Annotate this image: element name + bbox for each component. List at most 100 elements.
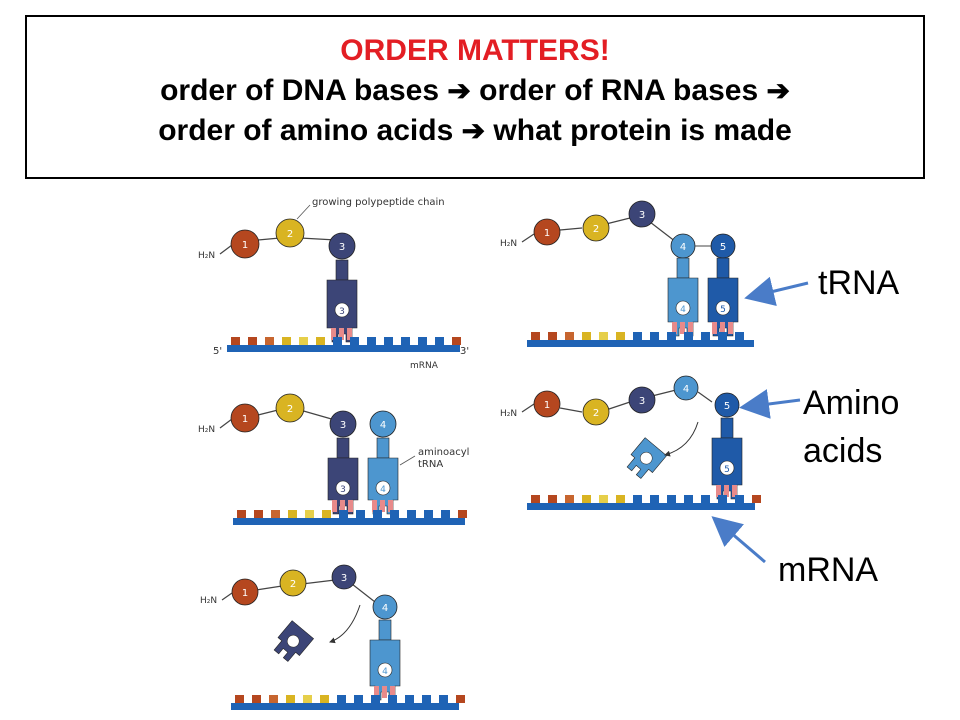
- trna-number: 3: [340, 485, 346, 495]
- amino-acid-bead: [231, 578, 259, 606]
- peptide-bond: [649, 221, 677, 243]
- nucleotide-base: [356, 510, 365, 518]
- codon-pairing: [339, 328, 344, 340]
- nucleotide-base: [616, 332, 625, 340]
- nucleotide-base: [231, 337, 240, 345]
- peptide-bond: [219, 418, 233, 429]
- mrna-strand: [527, 503, 755, 510]
- nucleotide-base: [316, 337, 325, 345]
- rna-bases-text: order of RNA bases: [479, 74, 759, 107]
- mrna-label: mRNA: [778, 551, 879, 589]
- nucleotide-base: [435, 337, 444, 345]
- nucleotide-base: [367, 337, 376, 345]
- nucleotide-base: [269, 695, 278, 703]
- codon-pairing: [374, 686, 379, 698]
- nucleotide-base: [271, 510, 280, 518]
- nucleotide-base: [252, 695, 261, 703]
- peptide-bond: [255, 585, 283, 591]
- peptide-bond: [605, 401, 631, 411]
- amino-acid-bead: [331, 564, 357, 590]
- callout-line: [296, 204, 311, 220]
- peptide-bond: [605, 217, 631, 225]
- trna-number: 5: [724, 465, 730, 475]
- release-arrow: [329, 604, 361, 644]
- residue-number: 1: [544, 400, 550, 411]
- nucleotide-base: [320, 695, 329, 703]
- mrna-strand: [227, 345, 460, 352]
- residue-number: 2: [593, 408, 599, 419]
- anticodon-marker: [375, 480, 391, 496]
- nucleotide-base: [407, 510, 416, 518]
- amino-acid-bead: [230, 403, 260, 433]
- codon-pairing: [672, 322, 677, 334]
- peptide-bond: [221, 592, 233, 601]
- anticodon-marker: [715, 300, 731, 316]
- release-arrow: [664, 421, 699, 457]
- peptide-bond: [651, 389, 677, 397]
- nucleotide-base: [633, 495, 642, 503]
- nucleotide-base: [405, 695, 414, 703]
- right-arrow-icon: ➔: [766, 75, 790, 106]
- amino-acid-bead: [673, 375, 699, 401]
- trna-stem: [335, 259, 349, 281]
- amino-acid-bead: [582, 398, 610, 426]
- nucleotide-base: [650, 332, 659, 340]
- amino-acid-pointer-arrow: [739, 389, 801, 419]
- aminoacyl-label: aminoacyl: [418, 447, 469, 458]
- nucleotide-base: [565, 495, 574, 503]
- codon-pairing: [680, 322, 685, 334]
- anticodon-marker: [334, 302, 350, 318]
- trna-stem: [676, 257, 690, 279]
- three-prime-label: 3': [460, 346, 469, 357]
- anticodon-marker: [335, 480, 351, 496]
- trna-stem: [336, 437, 350, 459]
- residue-number: 2: [287, 229, 293, 240]
- title-order-matters: ORDER MATTERS!: [340, 34, 610, 67]
- nucleotide-base: [667, 332, 676, 340]
- trna-number: 3: [339, 307, 345, 317]
- nucleotide-base: [265, 337, 274, 345]
- nucleotide-base: [286, 695, 295, 703]
- nucleotide-base: [531, 495, 540, 503]
- codon-pairing: [332, 500, 337, 512]
- aminoacyl-trna-label: tRNA: [418, 459, 443, 470]
- released-trna: [273, 620, 315, 662]
- trna-stem: [378, 619, 392, 641]
- peptide-bond: [301, 579, 336, 585]
- amino-terminus-label: H₂N: [200, 596, 217, 606]
- peptide-bond: [521, 403, 535, 413]
- residue-number: 2: [290, 579, 296, 590]
- nucleotide-base: [237, 510, 246, 518]
- residue-number: 4: [382, 603, 388, 614]
- nucleotide-base: [350, 337, 359, 345]
- nucleotide-base: [667, 495, 676, 503]
- nucleotide-base: [305, 510, 314, 518]
- peptide-bond: [559, 227, 583, 231]
- amino-acid-bead: [714, 392, 740, 418]
- nucleotide-base: [299, 337, 308, 345]
- five-prime-label: 5': [213, 346, 222, 357]
- amino-acid-bead: [628, 200, 656, 228]
- nucleotide-base: [565, 332, 574, 340]
- peptide-bond: [299, 237, 337, 241]
- flow-line-2: order of amino acids ➔ what protein is m…: [27, 111, 923, 151]
- nucleotide-base: [684, 495, 693, 503]
- codon-pairing: [732, 485, 737, 497]
- residue-number: 3: [639, 396, 645, 407]
- residue-number: 3: [639, 210, 645, 221]
- callout-line: [399, 455, 416, 466]
- label-pointers: [711, 276, 809, 564]
- right-arrow-icon: ➔: [461, 115, 486, 146]
- nucleotide-base: [582, 332, 591, 340]
- residue-number: 1: [242, 240, 248, 251]
- right-arrow-icon: ➔: [447, 75, 471, 106]
- nucleotide-base: [282, 337, 291, 345]
- anticodon-marker: [719, 460, 735, 476]
- residue-number: 5: [724, 401, 730, 412]
- flow-line-1: order of DNA bases ➔ order of RNA bases …: [27, 71, 923, 111]
- mrna-pointer-arrow: [711, 516, 766, 564]
- nucleotide-base: [388, 695, 397, 703]
